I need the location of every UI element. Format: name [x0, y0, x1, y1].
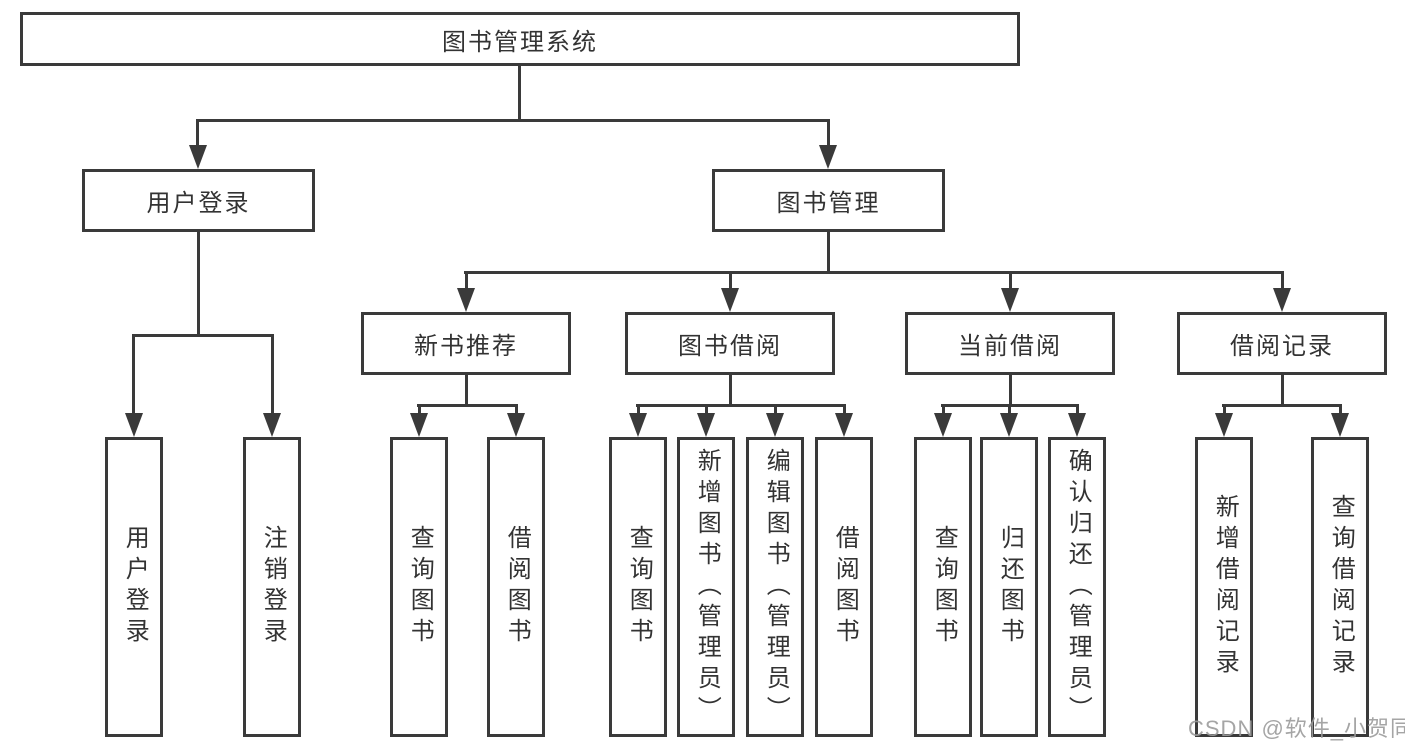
connector-line	[515, 404, 518, 416]
leaf-label: 归还图书	[996, 525, 1024, 649]
arrow-down-icon	[1215, 413, 1233, 437]
connector-line	[1009, 375, 1012, 406]
arrow-down-icon	[1068, 413, 1086, 437]
arrow-down-icon	[1001, 288, 1019, 312]
connector-line	[132, 334, 135, 416]
arrow-down-icon	[697, 413, 715, 437]
node-book-management: 图书管理	[712, 169, 945, 232]
arrow-down-icon	[721, 288, 739, 312]
connector-line	[1008, 404, 1011, 416]
arrow-down-icon	[835, 413, 853, 437]
node-library-management-system: 图书管理系统	[20, 12, 1020, 66]
leaf-borrow-books-recommendation: 借阅图书	[487, 437, 545, 737]
arrow-down-icon	[629, 413, 647, 437]
connector-line	[705, 404, 708, 416]
connector-line	[418, 404, 421, 416]
connector-line	[417, 404, 518, 407]
leaf-label: 用户登录	[121, 525, 149, 649]
connector-line	[196, 119, 830, 122]
leaf-query-books-recommendation: 查询图书	[390, 437, 448, 737]
arrow-down-icon	[410, 413, 428, 437]
arrow-down-icon	[263, 413, 281, 437]
connector-line	[464, 271, 1284, 274]
arrow-down-icon	[766, 413, 784, 437]
connector-line	[132, 334, 274, 337]
node-label: 用户登录	[146, 190, 251, 217]
leaf-label: 新增借阅记录	[1211, 494, 1239, 680]
leaf-add-books-admin: 新增图书（管理员）	[677, 437, 735, 737]
leaf-query-borrowing-record: 查询借阅记录	[1311, 437, 1369, 737]
node-label: 图书管理	[776, 190, 881, 217]
connector-line	[729, 271, 732, 291]
arrow-down-icon	[507, 413, 525, 437]
leaf-borrow-books: 借阅图书	[815, 437, 873, 737]
leaf-add-borrowing-record: 新增借阅记录	[1195, 437, 1253, 737]
connector-line	[465, 375, 468, 406]
connector-line	[843, 404, 846, 416]
connector-line	[1076, 404, 1079, 416]
node-label: 借阅记录	[1230, 333, 1334, 360]
connector-line	[1223, 404, 1226, 416]
leaf-label: 借阅图书	[831, 525, 859, 649]
arrow-down-icon	[1000, 413, 1018, 437]
node-current-borrowing: 当前借阅	[905, 312, 1115, 375]
connector-line	[827, 232, 830, 273]
leaf-query-books-current: 查询图书	[914, 437, 972, 737]
node-book-borrowing: 图书借阅	[625, 312, 835, 375]
node-label: 图书借阅	[678, 333, 782, 360]
connector-line	[196, 119, 199, 151]
connector-line	[1281, 375, 1284, 406]
leaf-confirm-return-admin: 确认归还（管理员）	[1048, 437, 1106, 737]
connector-line	[636, 404, 846, 407]
leaf-label: 查询图书	[406, 525, 434, 649]
connector-line	[1009, 271, 1012, 291]
connector-line	[1339, 404, 1342, 416]
node-user-login: 用户登录	[82, 169, 315, 232]
leaf-label: 查询图书	[930, 525, 958, 649]
arrow-down-icon	[819, 145, 837, 169]
connector-line	[1281, 271, 1284, 291]
node-label: 当前借阅	[958, 333, 1062, 360]
arrow-down-icon	[1331, 413, 1349, 437]
node-label: 新书推荐	[414, 333, 518, 360]
connector-line	[774, 404, 777, 416]
connector-line	[637, 404, 640, 416]
arrow-down-icon	[457, 288, 475, 312]
connector-line	[729, 375, 732, 406]
node-label: 图书管理系统	[442, 28, 598, 56]
leaf-edit-books-admin: 编辑图书（管理员）	[746, 437, 804, 737]
node-borrowing-records: 借阅记录	[1177, 312, 1387, 375]
connector-line	[465, 271, 468, 291]
connector-line	[197, 232, 200, 336]
leaf-label: 查询借阅记录	[1327, 494, 1355, 680]
leaf-return-books: 归还图书	[980, 437, 1038, 737]
arrow-down-icon	[125, 413, 143, 437]
csdn-watermark: CSDN @软件_小贺同学	[1188, 716, 1405, 741]
arrow-down-icon	[934, 413, 952, 437]
leaf-label: 新增图书（管理员）	[693, 447, 721, 727]
connector-line	[942, 404, 945, 416]
leaf-label: 查询图书	[625, 525, 653, 649]
leaf-user-login: 用户登录	[105, 437, 163, 737]
connector-line	[518, 66, 521, 122]
connector-line	[271, 334, 274, 416]
leaf-label: 编辑图书（管理员）	[762, 447, 790, 727]
leaf-query-books-borrowing: 查询图书	[609, 437, 667, 737]
leaf-label: 借阅图书	[503, 525, 531, 649]
leaf-label: 注销登录	[259, 525, 287, 649]
arrow-down-icon	[1273, 288, 1291, 312]
leaf-logout: 注销登录	[243, 437, 301, 737]
connector-line	[827, 119, 830, 151]
node-new-book-recommendation: 新书推荐	[361, 312, 571, 375]
leaf-label: 确认归还（管理员）	[1064, 447, 1092, 727]
connector-line	[1222, 404, 1342, 407]
arrow-down-icon	[189, 145, 207, 169]
